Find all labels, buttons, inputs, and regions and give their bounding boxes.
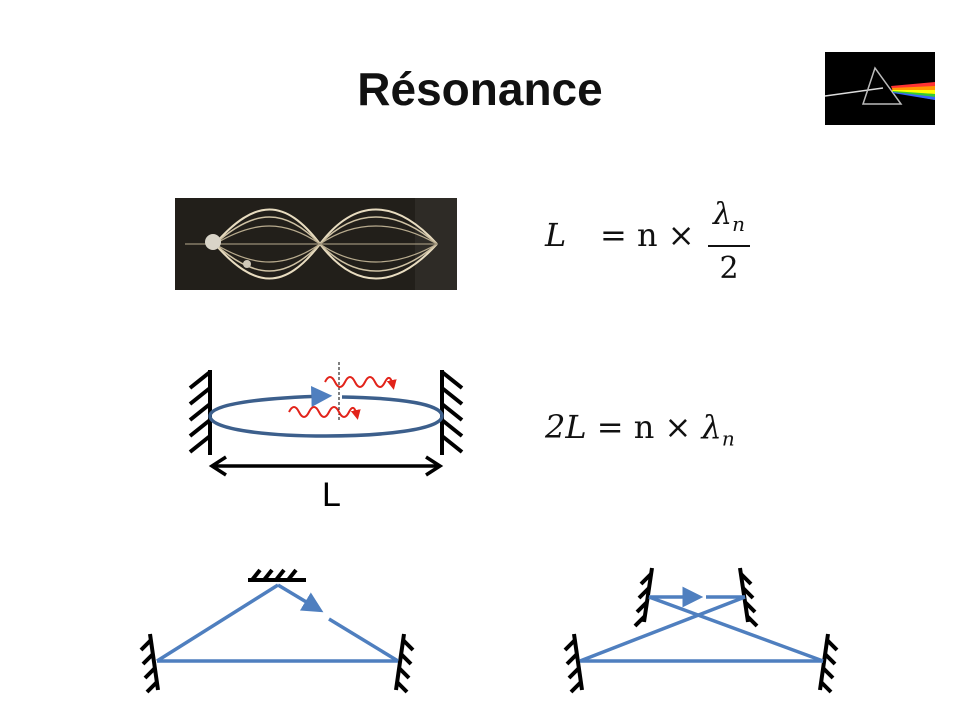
triangle-top-mirror-icon bbox=[248, 568, 306, 582]
triangle-left-mirror-icon bbox=[139, 633, 160, 694]
equation-relation: = n × bbox=[596, 408, 692, 446]
fraction-bar bbox=[708, 245, 750, 247]
equation-standing-wave: L = n × λn 2 bbox=[545, 196, 805, 286]
equation-lhs: 2L bbox=[545, 408, 587, 446]
wave-bottom-icon bbox=[288, 406, 361, 420]
triangle-beam bbox=[156, 583, 399, 663]
fraction-numerator: λ bbox=[713, 197, 733, 232]
fraction-numerator-subscript: n bbox=[732, 212, 745, 236]
length-arrow bbox=[208, 455, 444, 477]
equation-relation: = n × bbox=[600, 216, 695, 254]
bowtie-beam bbox=[579, 586, 824, 663]
triangle-right-mirror-icon bbox=[394, 633, 415, 694]
equation-fraction: λn 2 bbox=[708, 196, 750, 287]
equation-rhs: λ bbox=[701, 408, 722, 446]
equation-lhs: L bbox=[545, 216, 567, 254]
length-label: L bbox=[322, 476, 341, 514]
ring-beam bbox=[208, 385, 444, 438]
vibrating-string-photo bbox=[175, 198, 457, 290]
bowtie-bottom-right-mirror-icon bbox=[818, 633, 839, 694]
equation-ring: 2L = n × λn bbox=[545, 408, 735, 450]
bowtie-top-left-mirror-icon bbox=[633, 567, 654, 628]
equation-rhs-subscript: n bbox=[721, 426, 735, 451]
bowtie-top-right-mirror-icon bbox=[738, 567, 759, 628]
prism-logo-icon bbox=[825, 52, 935, 125]
wave-top-icon bbox=[324, 376, 397, 390]
slide-title: Résonance bbox=[357, 63, 603, 115]
bowtie-bottom-left-mirror-icon bbox=[563, 633, 584, 694]
left-mirror-icon bbox=[188, 370, 212, 455]
right-mirror-icon bbox=[440, 370, 464, 455]
fraction-denominator: 2 bbox=[719, 251, 739, 286]
